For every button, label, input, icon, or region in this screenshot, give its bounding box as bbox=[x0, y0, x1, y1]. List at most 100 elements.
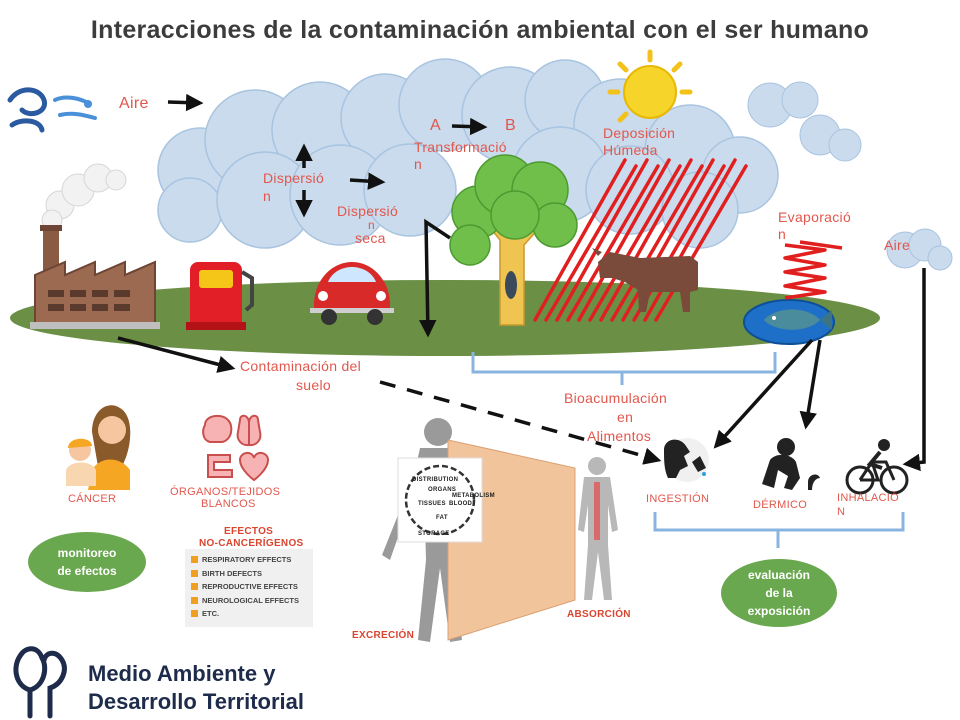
label-aire-left: Aire bbox=[119, 95, 149, 112]
label-inhalacion-2: N bbox=[837, 506, 846, 518]
human-figure-small bbox=[578, 457, 618, 600]
label-dispersion-seca-1: Dispersió bbox=[337, 203, 399, 219]
label-contaminacion-1: Contaminación del bbox=[240, 358, 362, 374]
pill-evaluacion-line3: exposición bbox=[747, 604, 811, 618]
rain-line bbox=[588, 164, 682, 322]
brand-line1: Medio Ambiente y bbox=[88, 661, 276, 686]
effect-label: ETC. bbox=[202, 609, 220, 618]
brand-line2: Desarrollo Territorial bbox=[88, 689, 304, 714]
label-organos-2: BLANCOS bbox=[201, 498, 256, 510]
rain-line bbox=[577, 158, 671, 322]
rain-line bbox=[621, 158, 715, 322]
label-bioacumulacion-3: Alimentos bbox=[587, 428, 652, 444]
checkbox-icon bbox=[191, 596, 198, 604]
label-bioacumulacion-2: en bbox=[617, 409, 634, 425]
checkbox-icon bbox=[191, 583, 198, 591]
brand-name: Medio Ambiente y Desarrollo Territorial bbox=[88, 660, 304, 716]
rain-line bbox=[599, 158, 693, 322]
pill-monitoreo-line1: monitoreo bbox=[57, 546, 117, 560]
label-dispersion-2: n bbox=[263, 188, 272, 204]
label-efectos-2: NO-CANCERÍGENOS bbox=[199, 538, 304, 549]
wet-deposition-rain bbox=[533, 158, 748, 322]
effect-label: NEUROLOGICAL EFFECTS bbox=[202, 595, 299, 605]
exposure-bracket bbox=[653, 512, 905, 548]
pill-evaluacion-line2: de la bbox=[765, 586, 793, 600]
rain-line bbox=[566, 164, 660, 322]
wheel-storage: STORAGE bbox=[418, 531, 450, 537]
factory-icon bbox=[30, 225, 160, 329]
brand-logo-icon bbox=[13, 646, 67, 719]
label-ingestion: INGESTIÓN bbox=[646, 493, 710, 505]
wheel-blood: BLOOD bbox=[449, 501, 473, 507]
pill-monitoreo-line2: de efectos bbox=[57, 564, 117, 578]
organs-icon bbox=[202, 414, 270, 482]
label-deposicion-2: Húmeda bbox=[603, 142, 658, 158]
tree-icon bbox=[449, 154, 578, 326]
label-inhalacion-1: INHALACIÓ bbox=[837, 492, 899, 504]
cyclist-icon bbox=[845, 439, 909, 495]
non-cancer-effects-list: RESPIRATORY EFFECTS BIRTH DEFECTS REPRODUC… bbox=[185, 549, 313, 627]
rain-line bbox=[654, 164, 748, 322]
wheel-distribution: DISTRIBUTION bbox=[412, 477, 459, 483]
gas-pump-icon bbox=[186, 262, 254, 330]
rain-line bbox=[555, 158, 649, 322]
label-a: A bbox=[430, 117, 441, 134]
label-dispersion-seca-2: n bbox=[368, 218, 375, 232]
label-aire-right: Aire bbox=[884, 237, 911, 253]
label-bioacumulacion-1: Bioacumulación bbox=[564, 390, 668, 406]
label-contaminacion-2: suelo bbox=[296, 377, 331, 393]
rain-line bbox=[533, 158, 627, 322]
label-dispersion-1: Dispersió bbox=[263, 170, 325, 186]
car-icon bbox=[310, 262, 394, 325]
monitoring-effects-pill: monitoreo de efectos bbox=[28, 532, 146, 592]
effect-item: ETC. bbox=[191, 607, 313, 621]
pond-icon bbox=[743, 299, 835, 345]
effect-label: BIRTH DEFECTS bbox=[202, 568, 262, 578]
wheel-fat: FAT bbox=[436, 515, 448, 521]
flow-arrows bbox=[117, 93, 926, 472]
rain-line bbox=[544, 164, 638, 322]
label-dermico: DÉRMICO bbox=[753, 499, 808, 511]
wind-icon bbox=[7, 87, 97, 133]
effect-label: REPRODUCTIVE EFFECTS bbox=[202, 582, 298, 591]
dermal-icon bbox=[762, 438, 820, 490]
label-absorcion: ABSORCIÓN bbox=[567, 609, 631, 620]
label-efectos-1: EFECTOS bbox=[224, 526, 274, 537]
pill-evaluacion-line1: evaluación bbox=[747, 568, 811, 582]
smoke-icon bbox=[41, 163, 127, 231]
checkbox-icon bbox=[191, 556, 198, 564]
wheel-organs: ORGANS bbox=[428, 487, 457, 493]
bioaccumulation-bracket bbox=[471, 352, 777, 385]
page-title: Interacciones de la contaminación ambien… bbox=[90, 16, 870, 44]
label-transformacion-1: Transformació bbox=[414, 139, 507, 155]
wheel-metabolism: METABOLISM bbox=[452, 493, 495, 499]
checkbox-icon bbox=[191, 610, 198, 618]
checkbox-icon bbox=[191, 569, 198, 577]
effect-label: RESPIRATORY EFFECTS bbox=[202, 555, 292, 564]
label-dispersion-seca-3: seca bbox=[355, 230, 386, 246]
evaporation-zigzag bbox=[783, 240, 843, 300]
effect-item: BIRTH DEFECTS bbox=[191, 567, 313, 581]
label-excrecion: EXCRECIÓN bbox=[352, 630, 415, 641]
cow-icon bbox=[592, 248, 698, 312]
label-b: B bbox=[505, 117, 516, 134]
effect-item: REPRODUCTIVE EFFECTS bbox=[191, 580, 313, 594]
label-evaporacion-2: n bbox=[778, 226, 787, 242]
mother-child-icon bbox=[66, 405, 131, 490]
effect-item: RESPIRATORY EFFECTS bbox=[191, 553, 313, 567]
cloud-right bbox=[747, 81, 953, 271]
label-evaporacion-1: Evaporació bbox=[778, 209, 852, 225]
wheel-tissues: TISSUES bbox=[418, 501, 446, 507]
exposure-evaluation-pill: evaluación de la exposición bbox=[721, 559, 837, 627]
rain-line bbox=[610, 164, 704, 322]
adme-wheel bbox=[397, 457, 483, 543]
label-deposicion-1: Deposición bbox=[603, 125, 676, 141]
ingestion-icon bbox=[664, 438, 709, 482]
label-transformacion-2: n bbox=[414, 156, 423, 172]
effect-item: NEUROLOGICAL EFFECTS bbox=[191, 594, 313, 608]
label-organos-1: ÓRGANOS/TEJIDOS bbox=[170, 486, 281, 498]
label-cancer: CÁNCER bbox=[68, 493, 117, 505]
rain-line bbox=[643, 158, 737, 322]
